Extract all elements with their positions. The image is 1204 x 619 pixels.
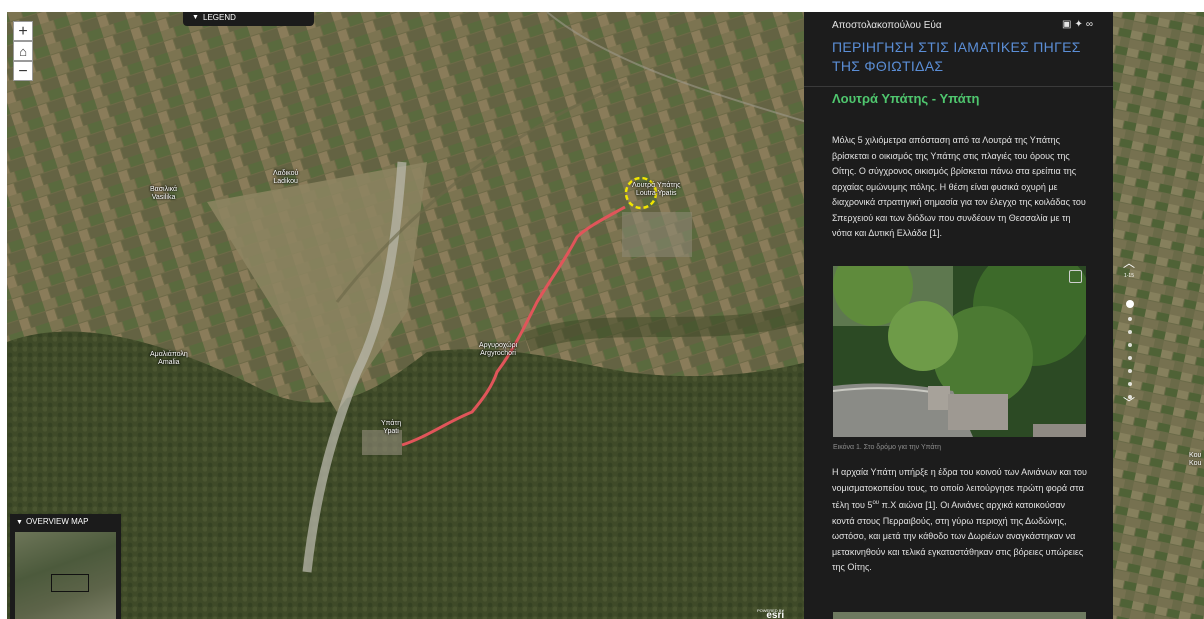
zoom-out-button[interactable]: − [13,61,33,81]
author-name: Αποστολακοπούλου Εύα [832,20,942,31]
place-label-latin: Loutra Ypatis [635,190,677,197]
paragraph-2-text: Η αρχαία Υπάτη υπήρξε η έδρα του κοινού … [832,467,1087,510]
section-dot[interactable] [1128,369,1132,373]
zoom-in-button[interactable]: + [13,21,33,41]
place-label-greek: Κου [1189,452,1202,459]
section-navigator: ︿ 1-15 ﹀ [1113,256,1143,410]
next-section-button[interactable]: ﹀ [1122,396,1135,410]
story-panel: Αποστολακοπούλου Εύα ▣✦∞ ΠΕΡΙΗΓΗΣΗ ΣΤΙΣ … [804,12,1113,619]
esri-logo: esri [766,610,785,619]
overview-map[interactable]: ▼OVERVIEW MAP [10,514,121,619]
place-label-latin: Ypati [383,428,399,435]
home-button[interactable]: ⌂ [13,41,33,61]
place-label-latin: Kou [1189,460,1202,467]
section-dot[interactable] [1128,317,1132,321]
superscript: ου [872,500,880,506]
header-divider [804,86,1113,87]
chevron-down-icon: ▼ [16,519,23,526]
legend-toggle[interactable]: ▼ LEGEND [183,12,314,26]
overview-label: OVERVIEW MAP [25,517,89,526]
section-count: 1-15 [1123,273,1134,279]
section-dot[interactable] [1128,343,1132,347]
place-label-latin: Ladikou [273,178,298,185]
place-label-greek: Αμαλιάπολη [150,351,188,358]
section-dot[interactable] [1128,395,1132,399]
place-label-greek: Λαδικού [273,170,299,177]
section-dot[interactable] [1128,382,1132,386]
destination-marker [624,176,658,210]
photo-caption: Εικόνα 1. Στο δρόμο για την Υπάτη [833,444,942,451]
paragraph-2: Η αρχαία Υπάτη υπήρξε η έδρα του κοινού … [832,465,1088,576]
share-bar: ▣✦∞ [1059,19,1093,30]
overview-thumbnail [15,532,116,619]
photo-image [833,266,1086,437]
section-dot[interactable] [1126,300,1134,308]
place-label-greek: Υπάτη [381,420,402,427]
place-label-latin: Argyrochori [480,350,516,357]
expand-image-icon[interactable] [1069,270,1082,283]
paragraph-1: Μόλις 5 χιλιόμετρα απόσταση από τα Λουτρ… [832,135,1086,238]
next-photo-preview [833,612,1086,619]
overview-toggle[interactable]: ▼OVERVIEW MAP [16,517,88,526]
facebook-icon[interactable]: ▣ [1062,19,1072,30]
previous-section-button[interactable]: ︿ [1122,256,1135,270]
place-label-greek: Βασιλικά [150,186,178,193]
chevron-down-icon: ▼ [192,14,199,21]
section-title: Λουτρά Υπάτης - Υπάτη [832,91,980,106]
place-label-greek: Λουτρά Υπάτης [632,182,681,189]
story-title: ΠΕΡΙΗΓΗΣΗ ΣΤΙΣ ΙΑΜΑΤΙΚΕΣ ΠΗΓΕΣ ΤΗΣ ΦΘΙΩΤ… [832,39,1081,74]
photo-road-to-ypati[interactable] [833,266,1086,437]
place-label-latin: Vasilika [151,194,176,201]
esri-attribution: POWERED BY esri [757,608,784,619]
attribution-text: POWERED BY [757,608,785,613]
route-line [401,205,626,447]
overview-extent-box[interactable] [51,574,89,592]
place-label-greek: Αργυροχώρι [479,342,518,349]
link-icon[interactable]: ∞ [1085,19,1093,30]
section-dot[interactable] [1128,330,1132,334]
section-dot[interactable] [1128,356,1132,360]
paragraph-2-text-cont: π.Χ αιώνα [1]. Οι Αινιάνες αρχικά κατοικ… [832,500,1084,572]
twitter-icon[interactable]: ✦ [1074,19,1083,30]
legend-label: LEGEND [203,13,236,22]
place-label-latin: Amalia [158,359,180,366]
